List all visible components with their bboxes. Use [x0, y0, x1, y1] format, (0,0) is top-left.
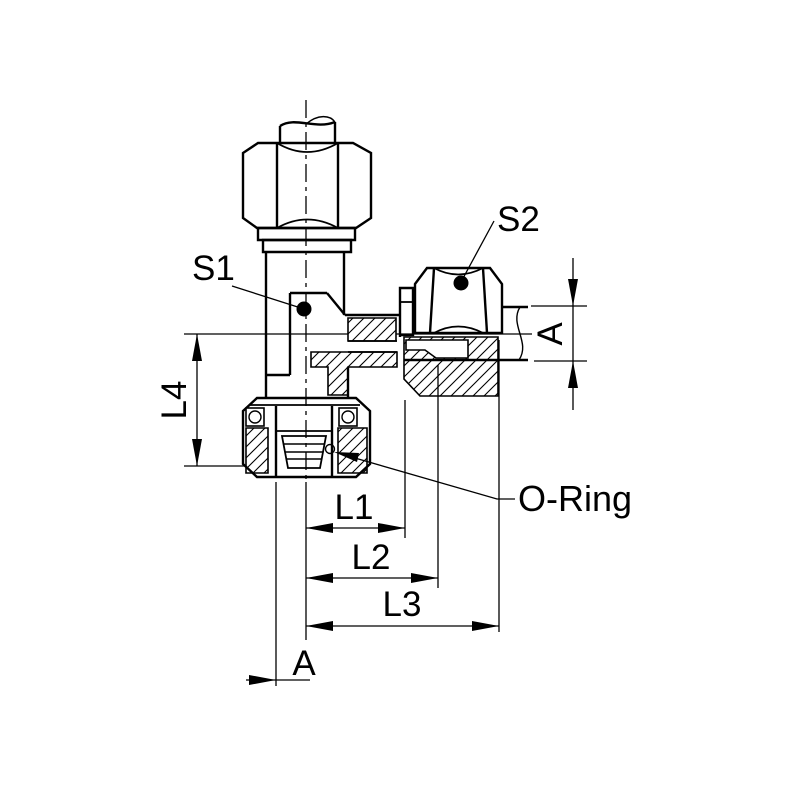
- callout-o-ring: O-Ring: [334, 452, 632, 519]
- label-s1: S1: [192, 249, 235, 288]
- dim-a-right: A: [531, 258, 587, 410]
- o-ring-pointed: [324, 443, 336, 455]
- right-tube: [502, 305, 528, 361]
- dim-l2: L2: [306, 365, 439, 588]
- s2-hex-nut: [413, 266, 504, 335]
- ferrule-bottom: [280, 435, 328, 469]
- dim-l3: L3: [306, 340, 500, 632]
- dim-label-l3: L3: [383, 585, 422, 624]
- s2-marker-dot: [453, 275, 469, 291]
- top-tube: [278, 115, 337, 143]
- ferrule-right: [405, 339, 469, 359]
- dim-label-a-right: A: [531, 322, 570, 346]
- dim-l1: L1: [306, 400, 406, 538]
- top-hex-nut: [241, 141, 373, 230]
- bottom-nut: [241, 396, 372, 479]
- dim-l4: L4: [155, 334, 246, 467]
- callout-s2: S2: [453, 200, 540, 291]
- dim-label-l4: L4: [155, 381, 194, 420]
- collar: [256, 226, 357, 254]
- dim-label-a-bottom: A: [292, 644, 316, 683]
- elbow-body: [264, 252, 528, 398]
- section-hatching: [245, 317, 499, 474]
- s1-marker-dot: [296, 301, 312, 317]
- o-ring-left: [248, 410, 262, 424]
- o-ring-right: [341, 410, 355, 424]
- label-o-ring: O-Ring: [518, 478, 632, 519]
- dim-a-bottom: A: [246, 482, 316, 686]
- label-s2: S2: [497, 200, 540, 239]
- dim-label-l2: L2: [352, 538, 391, 577]
- right-stub: [398, 286, 415, 337]
- callout-s1: S1: [192, 249, 312, 317]
- dim-label-l1: L1: [335, 488, 374, 527]
